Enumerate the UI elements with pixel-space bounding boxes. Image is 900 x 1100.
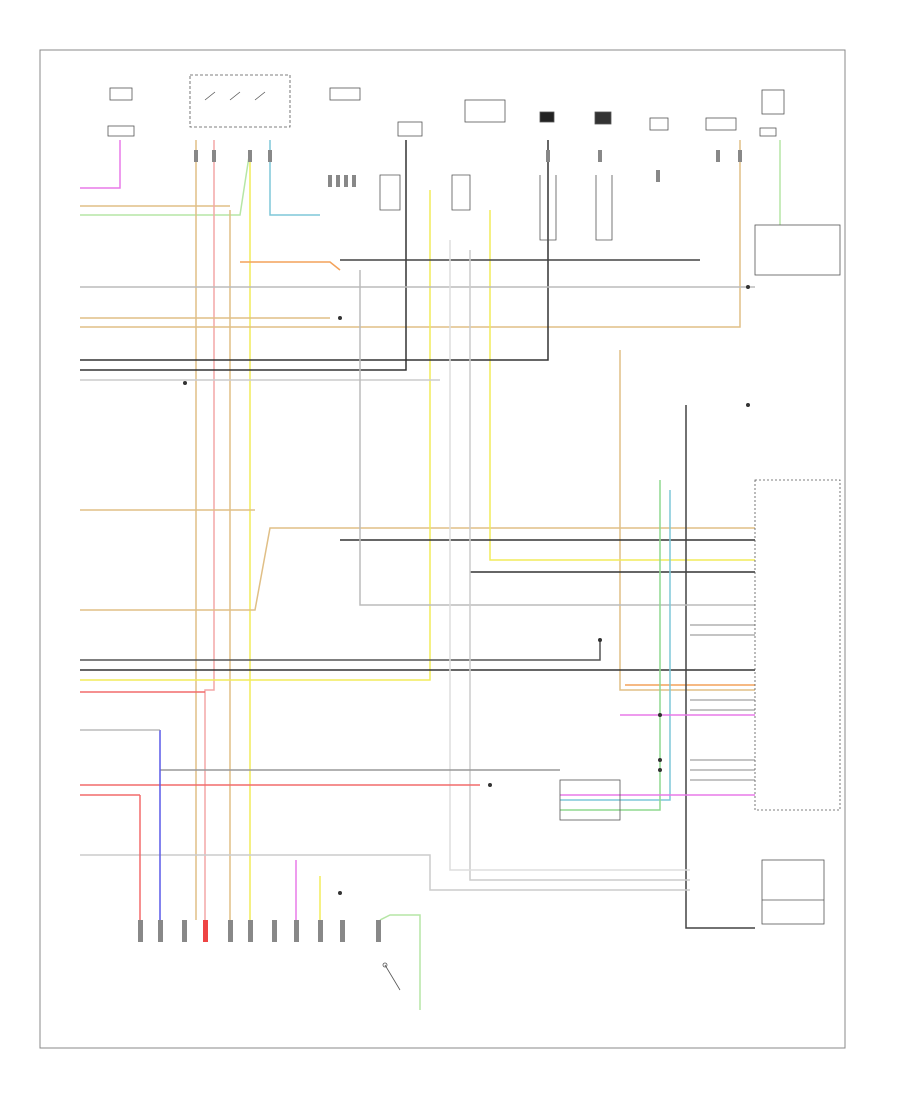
- bottom-pin: [228, 920, 233, 942]
- relay-loop-2: [451, 174, 471, 211]
- wire-tan-h2: [80, 140, 741, 328]
- component-1-housing: [109, 87, 133, 101]
- connector-blocks: [138, 150, 742, 942]
- component-2-switch-box: [189, 74, 291, 128]
- bottom-pin: [203, 920, 208, 942]
- wire-red-v1: [204, 140, 215, 920]
- wire-black-v2: [80, 140, 549, 361]
- bottom-pin: [272, 920, 277, 942]
- wire-black-h1: [80, 640, 601, 661]
- bottom-pin: [248, 920, 253, 942]
- wire-blue-v1: [269, 140, 320, 216]
- wire-gray-h6: [449, 240, 690, 871]
- wire-green-v2: [560, 480, 661, 811]
- bottom-switch: [382, 962, 401, 991]
- junction: [183, 381, 187, 385]
- wire-lightblue-v: [560, 490, 671, 801]
- junction: [488, 783, 492, 787]
- connector-pin: [268, 150, 272, 162]
- junction: [598, 638, 602, 642]
- connector-pin: [344, 175, 348, 187]
- relay-loop-3: [539, 175, 557, 241]
- component-3-housing: [329, 87, 361, 101]
- bottom-pin: [294, 920, 299, 942]
- module-lower-right: [761, 859, 825, 925]
- connector-pin: [738, 150, 742, 162]
- wire-green-loop: [379, 914, 421, 1010]
- component-6-housing: [539, 111, 555, 123]
- wire-orange-1: [240, 261, 341, 271]
- component-10-housing: [761, 89, 785, 115]
- connector-pin: [212, 150, 216, 162]
- relay-loop-1: [379, 174, 401, 211]
- wire-gray-h4: [80, 854, 690, 891]
- diagram-border: [39, 49, 846, 1049]
- bottom-pin: [340, 920, 345, 942]
- bottom-pin: [138, 920, 143, 942]
- junction: [746, 403, 750, 407]
- bottom-pin: [158, 920, 163, 942]
- wire-tan-h4: [80, 527, 755, 611]
- component-1-connector: [107, 125, 135, 137]
- bottom-pin: [318, 920, 323, 942]
- connector-pin: [546, 150, 550, 162]
- junction: [338, 316, 342, 320]
- connector-pin: [716, 150, 720, 162]
- wire-yellow-h2: [489, 210, 755, 561]
- switch-lever: [384, 964, 401, 991]
- wire-gray-h3: [359, 270, 755, 606]
- component-2-switch-contacts: [204, 91, 266, 101]
- junction: [658, 768, 662, 772]
- bottom-pin: [182, 920, 187, 942]
- junction: [338, 891, 342, 895]
- wire-black-v4: [685, 405, 755, 929]
- component-4-housing: [397, 121, 423, 137]
- component-8-housing: [649, 117, 669, 131]
- wire-yellow-h1: [80, 190, 431, 681]
- switch-pivot: [382, 962, 388, 968]
- wire-black-v1: [80, 140, 407, 371]
- relay-loops: [379, 174, 613, 241]
- component-5-housing: [464, 99, 506, 123]
- wires: [80, 140, 781, 1010]
- connector-pin: [248, 150, 252, 162]
- module-upper-right: [754, 224, 841, 276]
- component-7-housing: [594, 111, 612, 125]
- component-9-housing: [705, 117, 737, 131]
- module-mid-right: [559, 779, 621, 821]
- module-right-column: [754, 479, 841, 811]
- connector-pin: [352, 175, 356, 187]
- junction: [658, 758, 662, 762]
- junction-dots: [183, 285, 750, 895]
- wire-violet-1: [80, 140, 121, 189]
- connector-pin: [656, 170, 660, 182]
- top-components: [107, 74, 785, 137]
- connector-pin: [328, 175, 332, 187]
- connector-pin: [336, 175, 340, 187]
- right-modules: [559, 224, 841, 925]
- junction: [746, 285, 750, 289]
- wire-right-bundle-1: [690, 624, 755, 781]
- relay-loop-4: [595, 175, 613, 241]
- connector-pin: [194, 150, 198, 162]
- bottom-pin: [376, 920, 381, 942]
- wire-gray-h5: [469, 250, 690, 881]
- connector-pin: [598, 150, 602, 162]
- component-10-connector: [759, 127, 777, 137]
- junction: [658, 713, 662, 717]
- wire-tan-h5: [619, 350, 755, 691]
- wire-green-1: [80, 149, 251, 216]
